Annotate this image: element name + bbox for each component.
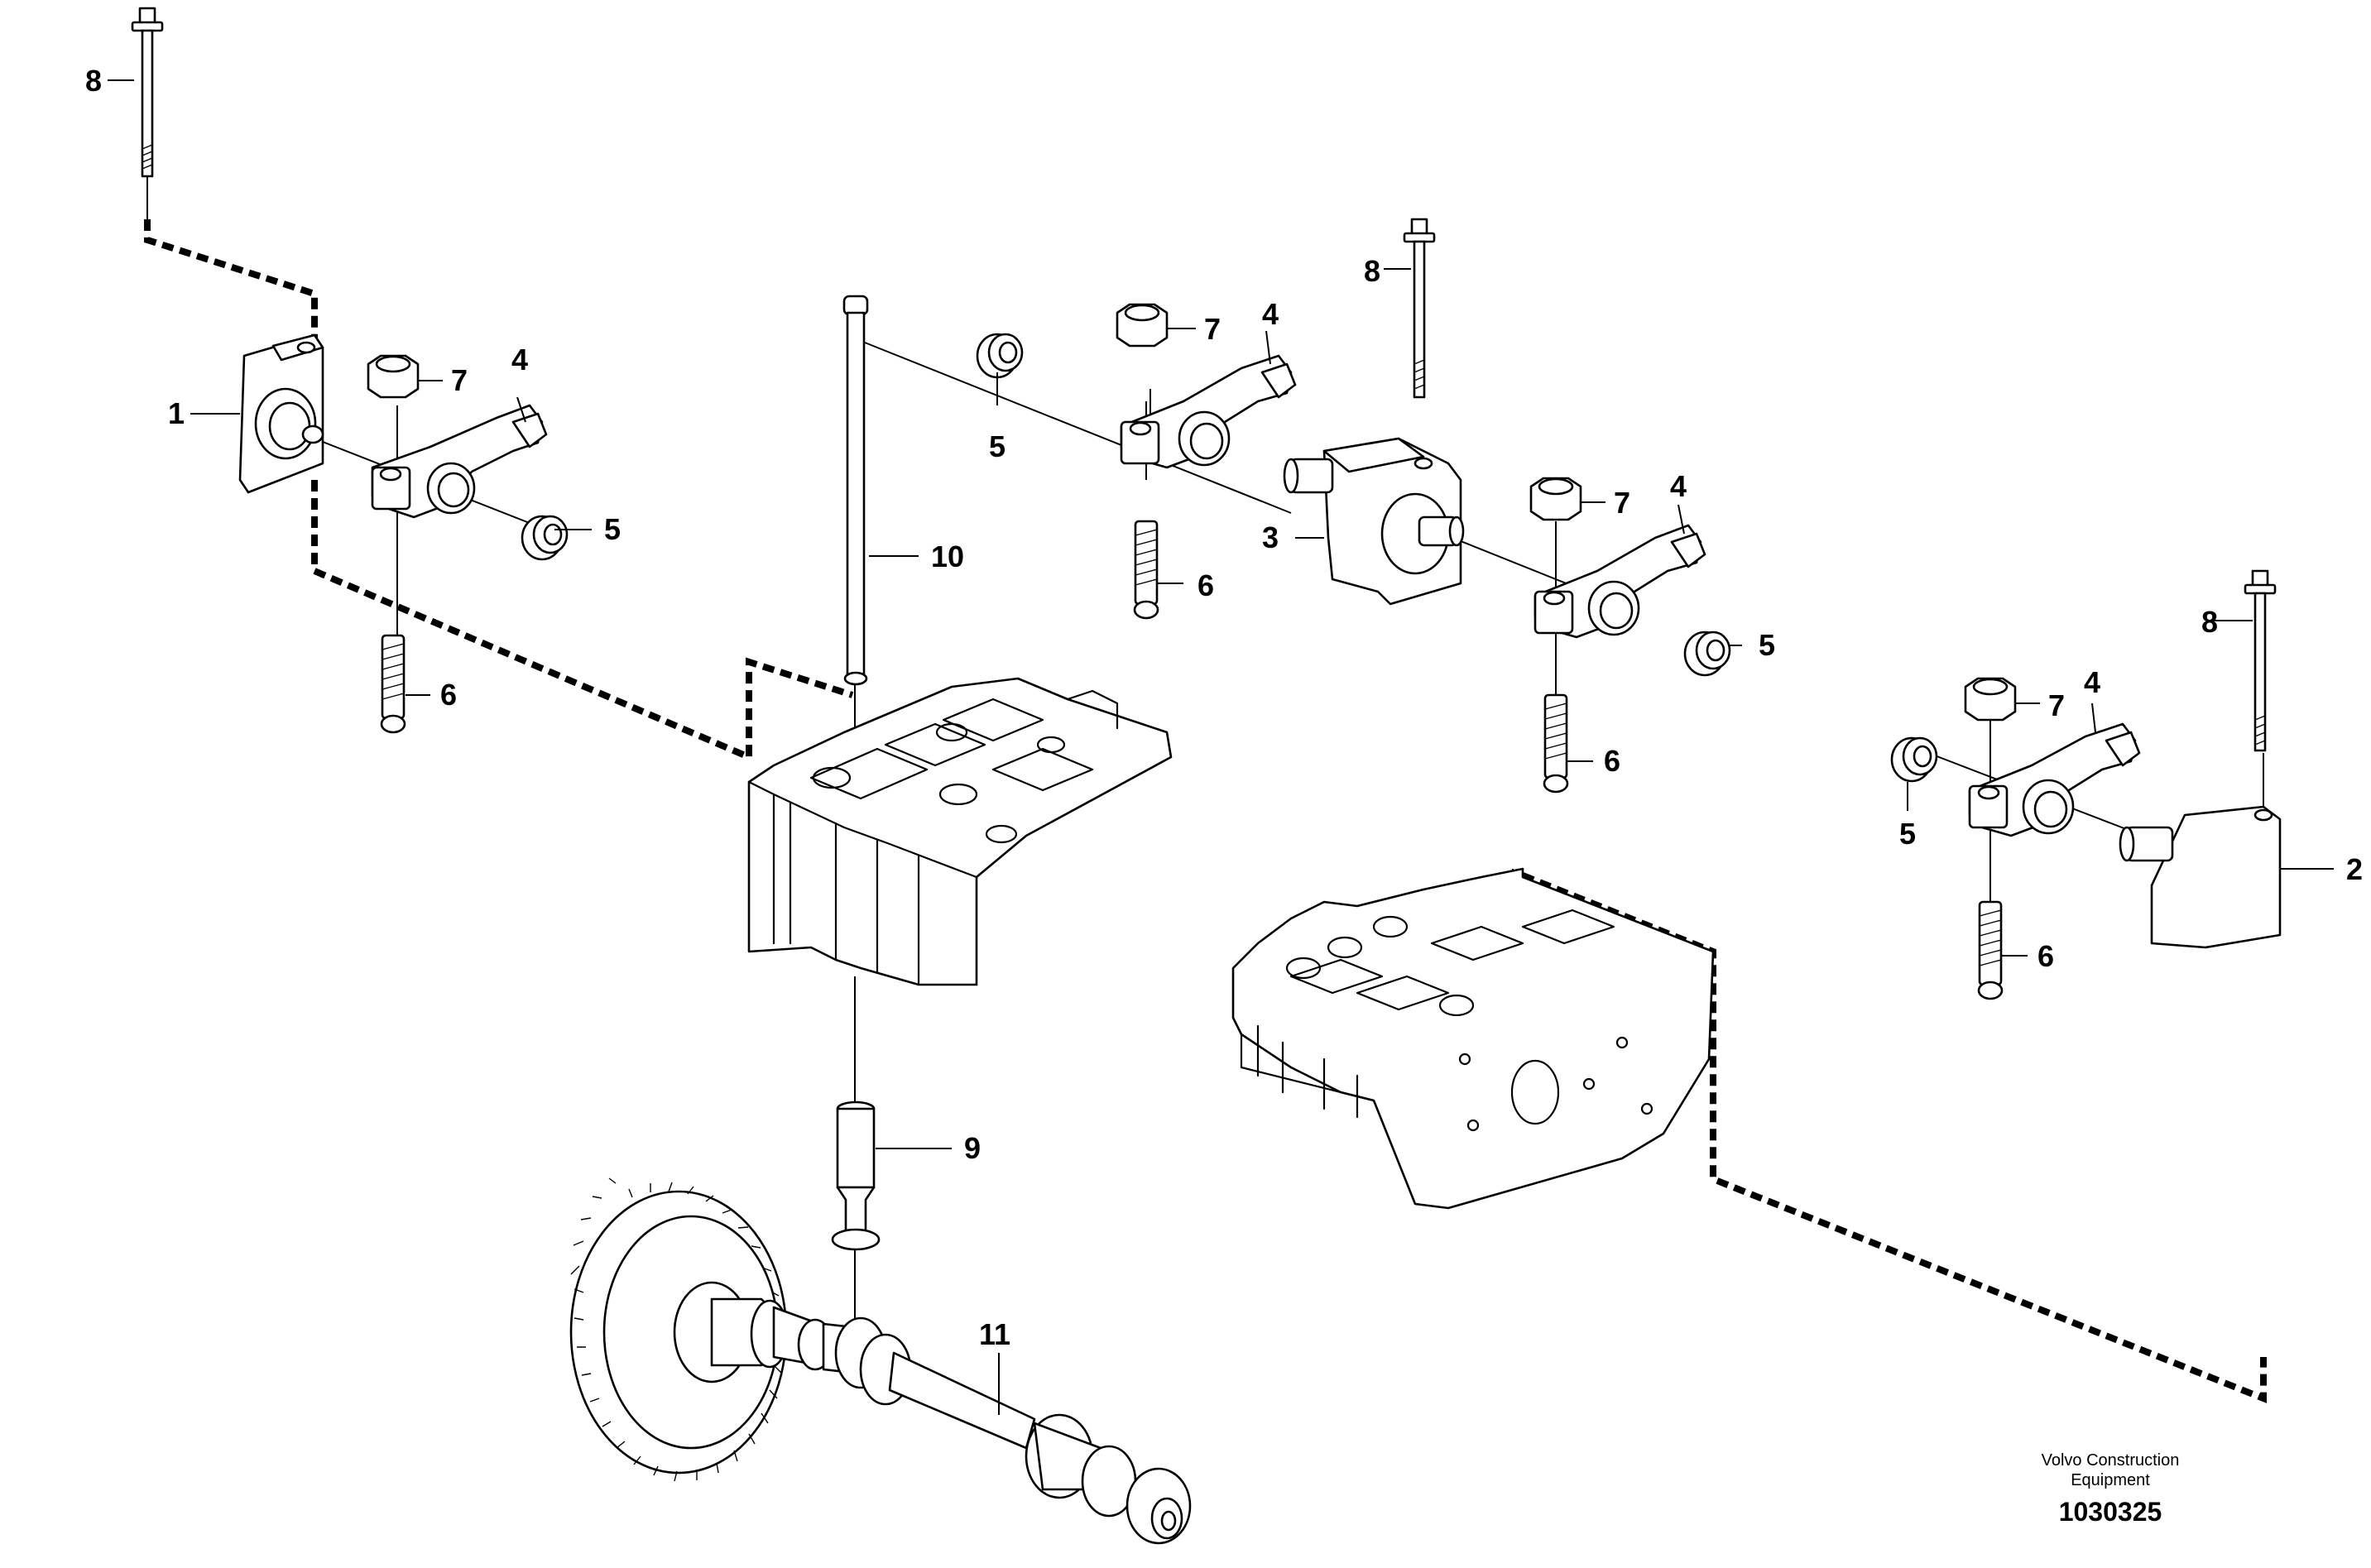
adjusting-screw-part-6-2 <box>1133 520 1159 620</box>
rocker-bracket-part-3 <box>1283 437 1465 606</box>
callout-6: 6 <box>2037 939 2054 973</box>
rocker-arm-part-4-3 <box>1533 524 1706 639</box>
tappet-part-9 <box>831 1100 881 1251</box>
bolt-part-8-right <box>2244 569 2277 752</box>
nut-part-7-2 <box>1116 303 1169 348</box>
callout-7: 7 <box>1204 312 1221 346</box>
callout-6: 6 <box>1604 744 1620 778</box>
callout-11: 11 <box>979 1317 1010 1351</box>
nut-part-7-4 <box>1964 677 2017 722</box>
leader-lines <box>108 79 2334 1415</box>
illustration-number: 1030325 <box>2058 1497 2162 1527</box>
cylinder-head-left <box>747 677 1173 986</box>
callout-5: 5 <box>1759 628 1775 662</box>
assembly-center-lines <box>146 174 2264 1349</box>
rocker-arm-part-4-2 <box>1120 354 1297 469</box>
callout-8: 8 <box>1364 254 1380 288</box>
callout-3: 3 <box>1262 520 1279 554</box>
callout-10: 10 <box>931 539 964 573</box>
callout-4: 4 <box>511 343 528 376</box>
publisher-credit: Volvo Construction Equipment 1030325 <box>1978 1451 2243 1527</box>
callout-7: 7 <box>451 363 468 397</box>
callout-labels: 8 1 7 4 5 6 10 9 11 5 7 4 8 3 6 7 4 5 6 … <box>85 64 2363 1351</box>
rocker-arm-part-4-4 <box>1968 722 2141 837</box>
bushing-part-5-2 <box>976 333 1024 379</box>
bolt-part-8-left <box>131 7 164 178</box>
adjusting-screw-part-6-4 <box>1977 900 2004 1000</box>
callout-4: 4 <box>2084 665 2100 699</box>
callout-6: 6 <box>1197 568 1214 602</box>
callout-5: 5 <box>1899 817 1916 851</box>
callout-5: 5 <box>604 512 621 546</box>
callout-4: 4 <box>1262 297 1279 331</box>
callout-5: 5 <box>989 429 1006 463</box>
callout-7: 7 <box>1614 486 1630 520</box>
credit-line-2: Equipment <box>2071 1471 2150 1489</box>
callout-8: 8 <box>2201 605 2218 639</box>
callout-8: 8 <box>85 64 102 98</box>
bushing-part-5-4 <box>1890 736 1938 783</box>
camshaft-part-11 <box>569 1177 1192 1545</box>
callout-1: 1 <box>168 396 185 430</box>
rocker-bracket-part-1 <box>238 333 324 494</box>
rocker-bracket-part-2 <box>2119 805 2282 949</box>
callout-6: 6 <box>440 678 457 712</box>
adjusting-screw-part-6-3 <box>1543 693 1569 794</box>
nut-part-7-1 <box>367 354 420 399</box>
credit-line-1: Volvo Construction <box>2041 1451 2180 1470</box>
bolt-part-8-middle <box>1403 218 1436 399</box>
bushing-part-5-1 <box>521 515 569 561</box>
cylinder-head-right <box>1231 867 1715 1210</box>
bushing-part-5-3 <box>1683 631 1731 677</box>
callout-2: 2 <box>2346 852 2363 886</box>
callout-9: 9 <box>964 1131 981 1165</box>
callout-7: 7 <box>2048 688 2065 722</box>
push-rod-part-10 <box>842 295 869 686</box>
nut-part-7-3 <box>1529 477 1582 521</box>
adjusting-screw-part-6-1 <box>380 634 406 734</box>
callout-4: 4 <box>1670 469 1687 503</box>
rocker-arm-part-4-1 <box>371 404 548 519</box>
